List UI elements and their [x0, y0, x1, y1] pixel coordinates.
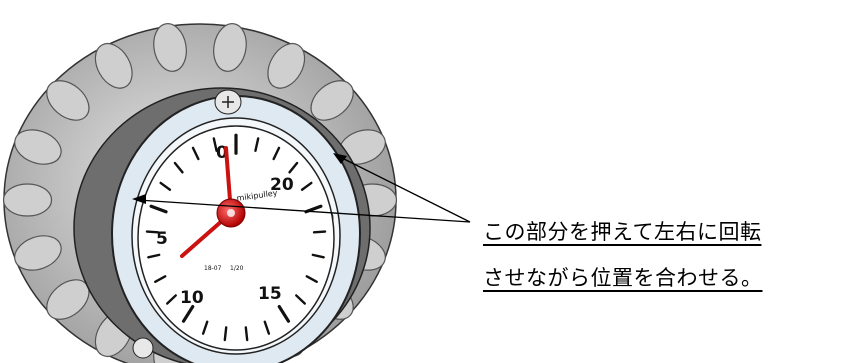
dial-number-10: 10 [180, 288, 204, 308]
dial-tick [147, 253, 161, 259]
dial-tick [201, 320, 209, 335]
dial-tick [254, 137, 260, 152]
dial-tick [305, 275, 318, 283]
dial-tick [149, 204, 168, 214]
callout-text-line-1: この部分を押えて左右に回転 [483, 220, 762, 244]
bezel-screw-left [132, 337, 154, 359]
dial-tick [191, 146, 200, 161]
knurl-ridge [14, 235, 62, 271]
knurl-ridge [2, 183, 53, 217]
knurl-ridge [153, 23, 187, 72]
dial-face [137, 125, 335, 351]
dial-tick [173, 161, 184, 174]
knurl-ridge [310, 80, 354, 121]
callout-text-line-2: させながら位置を合わせる。 [483, 266, 763, 290]
knurl-ridge [267, 42, 306, 89]
dial-number-20: 20 [270, 175, 294, 195]
dial-tick [277, 305, 291, 323]
dial-tick [312, 230, 327, 234]
dial-tick [154, 275, 167, 283]
dial-tick [300, 181, 313, 191]
knurl-ridge [213, 23, 247, 72]
dial-tick [159, 181, 172, 191]
dial-tick [166, 294, 177, 305]
dial-tick [295, 294, 306, 305]
pivot-highlight [227, 209, 235, 217]
knurl-ridge [46, 80, 90, 121]
knurl-ridge [94, 42, 133, 89]
dial-tick [244, 326, 249, 342]
bezel-screw-top [214, 89, 242, 115]
dial-unit: 1/20 [230, 265, 244, 272]
callout-lines [137, 155, 471, 223]
arrowhead-left [132, 194, 146, 204]
dial-tick [212, 137, 218, 152]
dial-tick [288, 161, 299, 174]
dial-number-15: 15 [258, 284, 282, 304]
dial-model: 18-07 [204, 265, 222, 272]
dial-tick [263, 320, 271, 335]
dial-number-5: 5 [156, 229, 168, 249]
dial-tick [145, 230, 160, 234]
dial-tick [311, 253, 325, 259]
knurl-ridge [14, 129, 62, 165]
dial-tick [272, 146, 281, 161]
arrowhead-right [333, 153, 347, 164]
dial-tick [181, 305, 195, 323]
dial-tick [223, 326, 228, 342]
